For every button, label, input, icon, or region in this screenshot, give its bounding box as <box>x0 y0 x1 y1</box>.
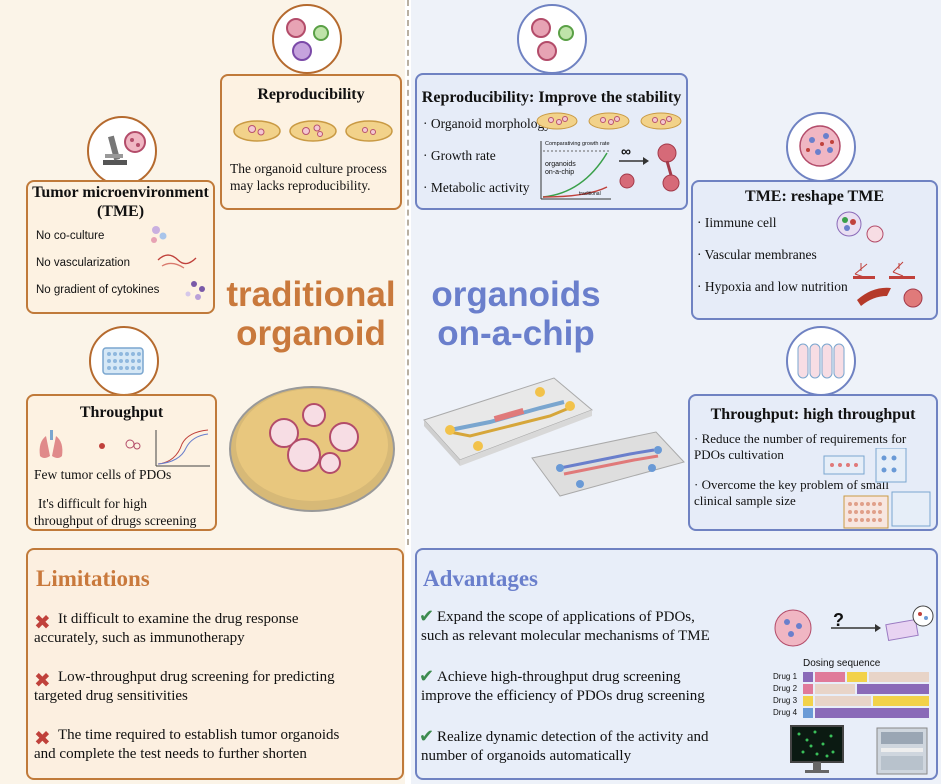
check-icon: ✔ <box>419 606 435 627</box>
advantage-3-line2: number of organoids automatically <box>421 748 632 764</box>
chip-tme-box: TME: reshape TME · Iimmune cell · Vascul… <box>691 180 938 320</box>
petri-dishes-icon <box>536 112 682 130</box>
chip-tme-immune: · Iimmune cell <box>697 215 777 230</box>
advantage-1-line2: such as relevant molecular mechanisms of… <box>421 628 710 644</box>
chip-tme-vascular: · Vascular membranes <box>697 247 817 262</box>
tumor-tissue-icon <box>786 112 856 182</box>
tme-item-vascularization: No vascularization <box>36 257 130 269</box>
chip-throughput-box: Throughput: high throughput · Reduce the… <box>688 394 938 531</box>
well-plates-icon <box>823 448 931 529</box>
advantage-2-line1: Achieve high-throughput drug screening <box>437 669 681 685</box>
chip-throughput-item2-line1: · Overcome the key problem of small <box>694 477 889 492</box>
chart-label-traditional: traditional <box>579 191 601 197</box>
cells-icon <box>517 4 587 74</box>
advantages-box: Advantages ✔ Expand the scope of applica… <box>415 548 938 780</box>
chip-throughput-title: Throughput: high throughput <box>710 406 916 423</box>
reproducibility-text-line2: may lacks reproducibility. <box>230 178 371 193</box>
question-mark: ? <box>833 610 844 630</box>
chip-reproducibility-title: Reproducibility: Improve the stability <box>421 89 682 106</box>
chip-item-growth-rate: · Growth rate <box>423 148 496 163</box>
drug-2-label: Drug 2 <box>773 684 798 693</box>
throughput-title: Throughput <box>79 404 164 421</box>
throughput-illustrations-icon <box>39 429 210 467</box>
cross-icon: ✖ <box>34 610 51 634</box>
dosing-sequence-bars <box>803 672 929 718</box>
throughput-text1: Few tumor cells of PDOs <box>34 467 172 482</box>
advantage-2-line2: improve the efficiency of PDOs drug scre… <box>421 688 705 704</box>
tme-item-cytokines: No gradient of cytokines <box>36 284 160 296</box>
limitation-1-line1: It difficult to examine the drug respons… <box>58 611 299 627</box>
chip-throughput-item1-line1: · Reduce the number of requirements for <box>694 431 907 446</box>
chip-throughput-item2-line2: clinical sample size <box>694 493 796 508</box>
limitations-box: Limitations ✖ It difficult to examine th… <box>26 548 404 780</box>
limitations-title: Limitations <box>36 566 150 591</box>
advantage-1-line1: Expand the scope of applications of PDOs… <box>437 609 695 625</box>
reproducibility-box: Reproducibility The organoid culture pro… <box>220 74 402 210</box>
chip-heading-line2: on-a-chip <box>437 314 595 353</box>
limitation-2-line1: Low-throughput drug screening for predic… <box>58 669 335 685</box>
chip-item-morphology: · Organoid morphology <box>423 116 551 131</box>
drug-3-label: Drug 3 <box>773 696 798 705</box>
chip-reproducibility-box: Reproducibility: Improve the stability ·… <box>415 73 688 210</box>
organoid-petri-dish-icon <box>229 386 395 512</box>
chip-item-metabolic: · Metabolic activity <box>423 180 530 195</box>
tme-illustrations-icon <box>151 226 205 300</box>
well-plate-icon <box>89 326 159 396</box>
limitation-1-line2: accurately, such as immunotherapy <box>34 630 245 646</box>
throughput-text2-line2: throughput of drugs screening <box>34 513 197 528</box>
chart-title: Comparativing growth rate <box>545 141 610 147</box>
limitation-3-line2: and complete the test needs to further s… <box>34 746 307 762</box>
tme-illustrations-icon <box>836 211 923 308</box>
panel-divider <box>407 0 409 545</box>
advantages-title: Advantages <box>423 566 539 591</box>
check-icon: ✔ <box>419 726 435 747</box>
mechanism-flow-icon <box>774 605 934 647</box>
limitation-3-line1: The time required to establish tumor org… <box>58 727 340 743</box>
throughput-box: Throughput Few tumor cells of PDOs It's … <box>26 394 217 531</box>
throughput-text2-line1: It's difficult for high <box>38 496 148 511</box>
traditional-heading-line1: traditional <box>226 275 396 314</box>
check-icon: ✔ <box>419 666 435 687</box>
imaging-system-icon <box>790 725 928 775</box>
chip-heading-line1: organoids <box>431 275 601 314</box>
chip-throughput-item1-line2: PDOs cultivation <box>694 447 784 462</box>
reproducibility-text-line1: The organoid culture process <box>230 161 387 176</box>
dosing-title: Dosing sequence <box>803 658 881 669</box>
cells-icon <box>272 4 342 74</box>
drug-4-label: Drug 4 <box>773 708 798 717</box>
growth-curve-icon <box>540 141 611 200</box>
chart-label-line1: organoids <box>545 161 576 168</box>
cross-icon: ✖ <box>34 726 51 750</box>
cross-icon: ✖ <box>34 668 51 692</box>
chip-tme-title: TME: reshape TME <box>745 188 884 205</box>
traditional-heading-line2: organoid <box>236 314 386 353</box>
chip-tme-hypoxia: · Hypoxia and low nutrition <box>697 279 848 294</box>
metabolism-icon <box>619 143 680 192</box>
limitation-2-line2: targeted drug sensitivities <box>34 688 188 704</box>
advantage-3-line1: Realize dynamic detection of the activit… <box>437 729 709 745</box>
chart-label-line2: on-a-chip <box>545 169 575 176</box>
tme-title-line1: Tumor microenvironment <box>32 184 209 201</box>
reproducibility-title: Reproducibility <box>257 86 365 103</box>
drug-1-label: Drug 1 <box>773 672 798 681</box>
petri-dishes-icon <box>233 120 393 142</box>
tme-box: Tumor microenvironment (TME) No co-cultu… <box>26 180 215 314</box>
microscope-icon <box>87 116 157 186</box>
tme-title-line2: (TME) <box>96 203 145 220</box>
microfluidic-chip-icon <box>423 377 685 497</box>
tme-item-co-culture: No co-culture <box>36 230 105 242</box>
chip-array-icon <box>786 326 856 396</box>
infinity-symbol: ∞ <box>621 143 631 159</box>
